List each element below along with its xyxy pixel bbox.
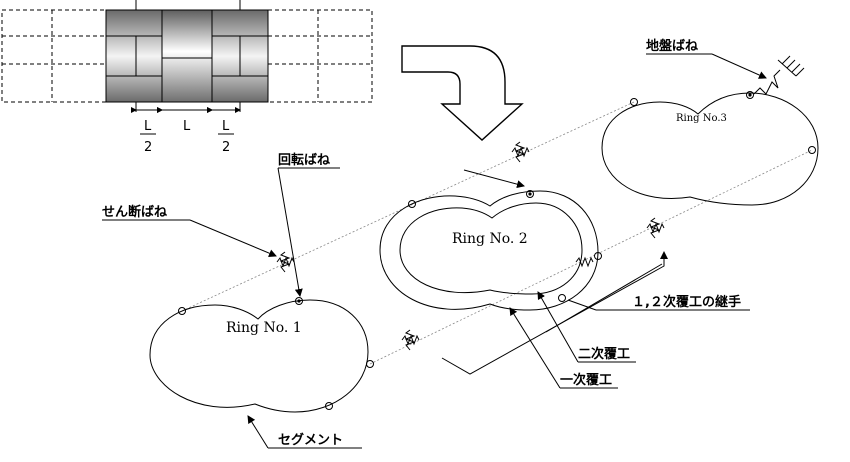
label-ground-spring: 地盤ばね bbox=[646, 38, 767, 79]
segment-strip bbox=[1, 0, 373, 112]
shear-spring-label: せん断ばね bbox=[102, 204, 167, 220]
spring-icon bbox=[276, 251, 295, 273]
label-secondary-lining: 二次覆工 bbox=[537, 291, 636, 363]
label-primary-lining: 一次覆工 bbox=[509, 307, 618, 389]
rotation-spring-label: 回転ばね bbox=[278, 152, 330, 168]
primary-lining-label: 一次覆工 bbox=[560, 372, 612, 388]
curved-arrow-icon bbox=[401, 45, 524, 141]
spring-icon bbox=[575, 256, 594, 268]
label-rotation-spring: 回転ばね bbox=[277, 152, 340, 297]
ground-spring-label: 地盤ばね bbox=[646, 38, 698, 54]
label-shear-spring: せん断ばね bbox=[102, 204, 277, 257]
segment-label: セグメント bbox=[278, 432, 343, 448]
ring-2-label: Ring No. 2 bbox=[452, 231, 528, 247]
secondary-lining-label: 二次覆工 bbox=[578, 346, 630, 362]
spring-icon bbox=[511, 141, 530, 163]
spring-icon bbox=[646, 217, 665, 239]
ring-1: Ring No. 1 bbox=[149, 297, 374, 413]
dim-half-L-right-num: L bbox=[222, 119, 230, 134]
dim-half-L-left-den: 2 bbox=[144, 140, 152, 155]
ring-2: Ring No. 2 bbox=[379, 190, 602, 311]
spring-icon bbox=[401, 329, 420, 351]
direction-arrows bbox=[441, 169, 668, 375]
label-segment: セグメント bbox=[247, 415, 362, 449]
dim-half-L-left-num: L bbox=[144, 119, 152, 134]
label-joint: １,２次覆工の継手 bbox=[567, 294, 750, 311]
joint-label: １,２次覆工の継手 bbox=[632, 294, 741, 310]
ring-3: Ring No.3 bbox=[601, 91, 819, 206]
dim-half-L-right-den: 2 bbox=[222, 140, 230, 155]
dim-L: L bbox=[183, 119, 191, 134]
ring-3-label: Ring No.3 bbox=[676, 113, 727, 124]
dimension-arrows: L 2 L L 2 bbox=[131, 107, 241, 155]
ground-spring-icon bbox=[753, 55, 805, 95]
ring-1-label: Ring No. 1 bbox=[226, 320, 302, 336]
